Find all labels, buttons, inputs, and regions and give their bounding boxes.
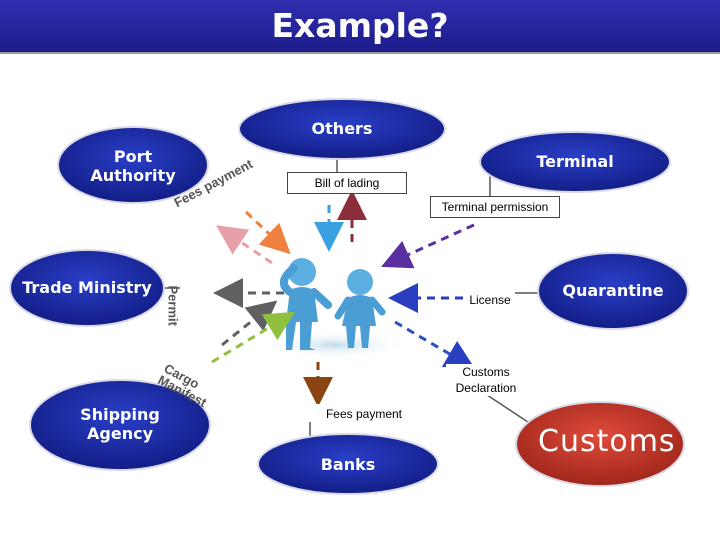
node-terminal-label: Terminal: [536, 152, 614, 171]
doc-fees-payment: Fees payment: [314, 404, 414, 424]
arrow-terminal-permission: [381, 223, 475, 269]
node-customs: [515, 401, 685, 487]
node-shipping-agency: [29, 379, 211, 471]
doc-terminal-permission: Terminal permission: [430, 196, 560, 218]
node-terminal: [479, 131, 671, 193]
node-trade-ministry: [9, 249, 165, 327]
slide-title: Example?: [271, 6, 449, 45]
figures-icon: [260, 258, 410, 359]
arrow-fees-curved: [244, 210, 291, 255]
arrow-cargo-manifest: [211, 311, 296, 364]
node-banks-label: Banks: [320, 455, 376, 474]
node-port-authority-label: Port Authority: [90, 147, 176, 186]
doc-customs-declaration: Customs Declaration: [446, 364, 526, 396]
label-permit: Permit: [165, 285, 181, 326]
node-banks: [257, 433, 439, 495]
arrow-shipping: [221, 300, 278, 347]
node-quarantine-label: Quarantine: [562, 281, 664, 300]
node-port-authority: [57, 126, 209, 204]
node-trade-ministry-label: Trade Ministry: [22, 278, 152, 297]
title-bar: [0, 0, 720, 54]
doc-license: License: [465, 290, 515, 310]
node-shipping-agency-label: Shipping Agency: [80, 405, 160, 444]
node-customs-label: Customs: [538, 424, 676, 459]
node-quarantine: [537, 252, 689, 330]
doc-bill-of-lading: Bill of lading: [287, 172, 407, 194]
arrow-permit: [216, 225, 273, 265]
node-others-label: Others: [311, 119, 373, 138]
node-others: [238, 98, 446, 160]
